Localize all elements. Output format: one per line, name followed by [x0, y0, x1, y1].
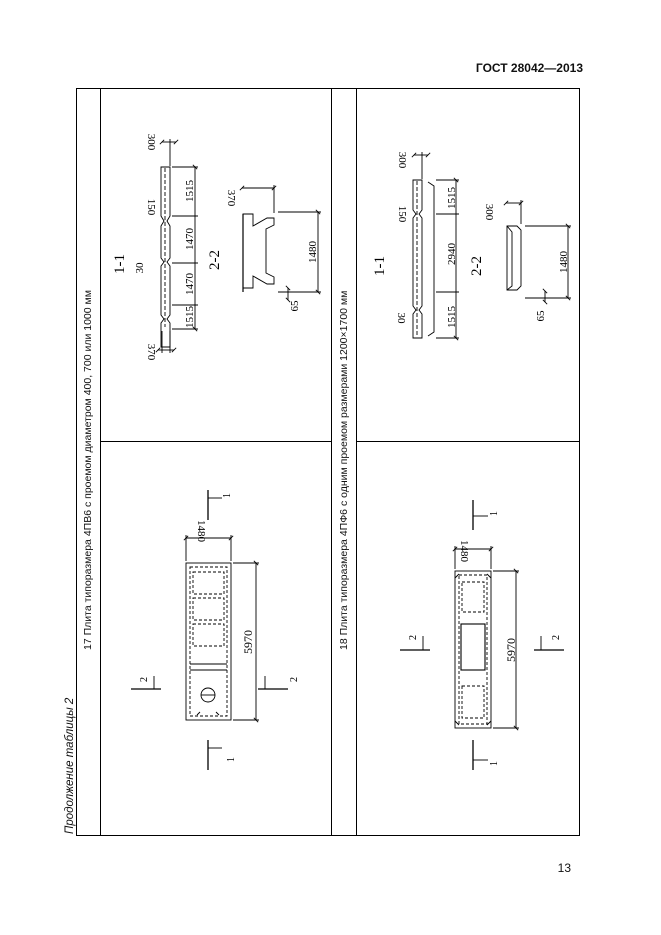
row-17-section-2-title: 2-2 — [207, 250, 223, 270]
row-18-dim-150: 150 — [396, 206, 408, 223]
table-frame — [76, 88, 580, 836]
row-17-plan-view — [131, 490, 288, 770]
row-18-plan-length: 5970 — [504, 638, 518, 662]
row-18-dim-1480: 1480 — [558, 251, 570, 274]
row-17-dim-370-top: 370 — [225, 190, 237, 207]
row-18-section-2-title: 2-2 — [469, 256, 485, 276]
row-17-dim-370-bottom: 370 — [145, 344, 157, 361]
row-17-plan-width: 1480 — [195, 520, 207, 543]
row-17-cut2-right-label: 2 — [289, 677, 300, 682]
page-number: 13 — [557, 861, 571, 875]
row-17-dim-65: 65 — [289, 300, 301, 312]
row-18-cut1-bottom-label: 1 — [489, 761, 500, 766]
row-18-dim-65: 65 — [535, 310, 547, 322]
row-18-dim-30: 30 — [395, 313, 407, 325]
cell-divider-1 — [100, 441, 331, 442]
row-18-section-1-title: 1-1 — [372, 256, 388, 276]
row-18-dim-1515-top: 1515 — [446, 187, 458, 210]
caption-divider-2 — [356, 88, 357, 836]
row-17-cut1-top-label: 1 — [222, 493, 233, 498]
row-17-dim-150: 150 — [145, 199, 157, 216]
row-17-cut1-bottom-label: 1 — [226, 757, 237, 762]
standard-number: ГОСТ 28042—2013 — [475, 61, 583, 75]
row-18-dim-2940: 2940 — [446, 243, 458, 266]
row-18-dim-300-top: 300 — [396, 152, 408, 169]
row-17-cut2-left-label: 2 — [139, 677, 150, 682]
row-18-plan-view — [400, 500, 564, 770]
row-18-cut2-right-label: 2 — [551, 635, 562, 640]
row-18-dim-1515-bottom: 1515 — [446, 306, 458, 329]
row-17-section-1-title: 1-1 — [112, 254, 128, 274]
row-17-plan-length: 5970 — [241, 630, 255, 654]
row-17-dim-300: 300 — [145, 134, 157, 151]
caption-divider-1 — [100, 88, 101, 836]
row-17-section-views — [155, 139, 321, 353]
row-17-dim-1470-b: 1470 — [184, 273, 196, 296]
row-17-dim-1480: 1480 — [307, 241, 319, 264]
cell-divider-2 — [356, 441, 580, 442]
row-18-section-views — [411, 152, 571, 341]
row-17-dim-1515-top: 1515 — [184, 180, 196, 203]
row-divider — [331, 88, 332, 836]
row-18-cut1-top-label: 1 — [489, 511, 500, 516]
row-18-cut2-left-label: 2 — [408, 635, 419, 640]
row-18-dim-300-section2: 300 — [483, 204, 495, 221]
row-17-dim-30: 30 — [134, 262, 146, 274]
row-17-dim-1515-bottom: 1515 — [184, 306, 196, 329]
row-17-dim-1470-a: 1470 — [184, 228, 196, 251]
row-18-plan-width: 1480 — [458, 540, 470, 563]
